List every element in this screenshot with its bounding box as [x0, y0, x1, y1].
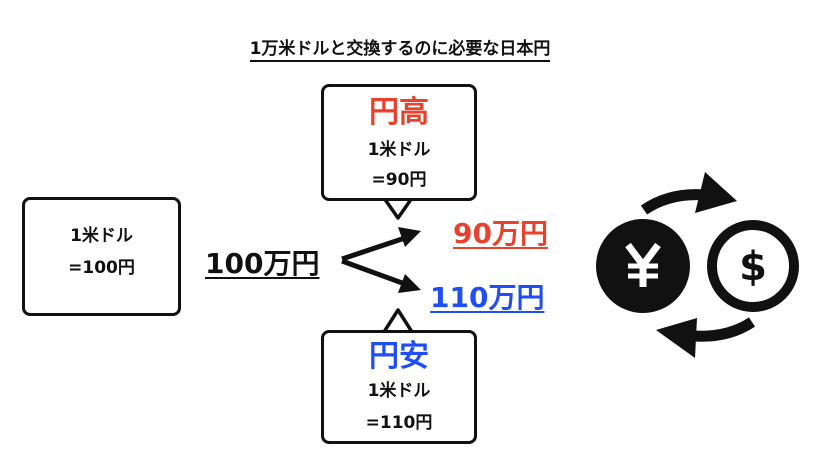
current-rate-box: 1米ドル =100円: [22, 197, 181, 316]
arrow-up-icon: [341, 227, 421, 262]
diagram-title: 1万米ドルと交換するのに必要な日本円: [0, 34, 800, 62]
strong-yen-rate-value: =90円: [371, 170, 427, 190]
weak-yen-rate-label: 1米ドル: [367, 381, 431, 401]
bottom-callout-tail: [382, 308, 414, 334]
strong-yen-result: 90万円: [453, 217, 548, 250]
weak-yen-heading: 円安: [369, 339, 429, 374]
top-callout-tail: [382, 196, 414, 220]
strong-yen-heading: 円高: [369, 95, 429, 130]
dollar-coin-icon: $: [707, 220, 799, 312]
rate-value: =100円: [68, 258, 135, 278]
title-text: 1万米ドルと交換するのに必要な日本円: [249, 39, 551, 62]
weak-yen-rate-value: =110円: [365, 413, 433, 433]
base-amount: 100万円: [205, 247, 320, 280]
weak-yen-result: 110万円: [430, 281, 545, 314]
rate-label: 1米ドル: [70, 226, 133, 246]
weak-yen-callout: 円安 1米ドル =110円: [321, 330, 477, 444]
arrow-down-icon: [341, 258, 421, 293]
yen-coin-icon: [596, 219, 690, 313]
strong-yen-rate-label: 1米ドル: [367, 140, 431, 160]
svg-text:$: $: [739, 244, 767, 290]
strong-yen-callout: 円高 1米ドル =90円: [321, 84, 477, 201]
exchange-arrows-icon: [640, 172, 756, 358]
